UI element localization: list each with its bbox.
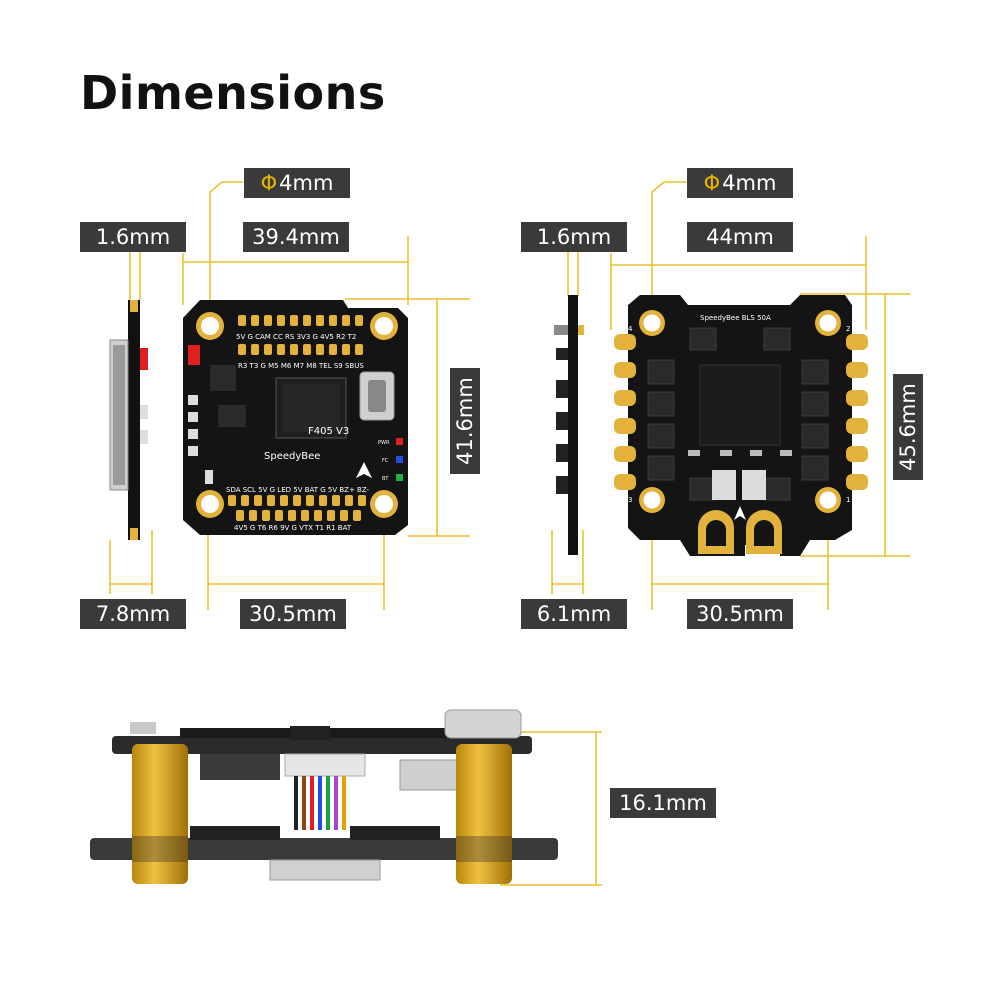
esc-corner-label-2: 2 <box>846 325 850 333</box>
esc-mount-holes <box>639 310 841 513</box>
esc-mount-label: 30.5mm <box>687 599 793 629</box>
fc-mount-holes <box>196 312 398 518</box>
fc-top-pads <box>238 315 363 355</box>
fc-led-label-pwr: PWR <box>378 440 390 446</box>
esc-mosfets <box>647 327 829 501</box>
fc-depth-label: 7.8mm <box>80 599 186 629</box>
esc-depth-label: 6.1mm <box>521 599 627 629</box>
esc-motor-pads-left <box>614 334 636 490</box>
esc-height-label: 45.6mm <box>893 374 923 480</box>
fc-mount-label: 30.5mm <box>240 599 346 629</box>
fc-board: SpeedyBee F405 V3 5V G CAM CC RS 3V3 G 4… <box>183 300 408 535</box>
esc-motor-pads-right <box>846 334 868 490</box>
esc-corner-label-3: 3 <box>628 496 632 504</box>
fc-width-label: 39.4mm <box>243 222 349 252</box>
fc-model-label: F405 V3 <box>308 426 349 437</box>
esc-width-label: 44mm <box>687 222 793 252</box>
esc-corner-label-4: 4 <box>628 325 633 333</box>
fc-pin-labels-top2: R3 T3 G M5 M6 M7 M8 TEL S9 SBUS <box>238 362 364 370</box>
fc-bottom-pads <box>228 495 366 521</box>
stack-dimension-lines <box>500 731 602 886</box>
stack-side-view <box>90 709 558 884</box>
fc-thickness-label: 1.6mm <box>80 222 186 252</box>
fc-brand-label: SpeedyBee <box>264 451 320 462</box>
esc-board: SpeedyBee BLS 50A 4 2 3 1 <box>614 295 868 556</box>
esc-hole-diameter-label: Φ4mm <box>687 168 793 198</box>
fc-led-label-bt: BT <box>382 476 389 482</box>
fc-led-label-fc: FC <box>382 458 389 464</box>
fc-dimension-lines <box>109 181 470 610</box>
stack-standoff-left <box>132 744 188 884</box>
page-title: Dimensions <box>80 66 386 120</box>
fc-pin-labels-top: 5V G CAM CC RS 3V3 G 4V5 R2 T2 <box>236 333 356 341</box>
esc-side-view <box>554 295 584 555</box>
fc-hole-diameter-label: Φ4mm <box>244 168 350 198</box>
fc-pin-labels-bottom: SDA SCL 5V G LED 5V BAT G 5V BZ+ BZ- <box>226 486 370 494</box>
fc-height-label: 41.6mm <box>450 368 480 474</box>
stack-standoff-right <box>456 744 512 884</box>
fc-pin-labels-bottom2: 4V5 G T6 R6 9V G VTX T1 R1 BAT <box>234 524 352 532</box>
esc-corner-label-1: 1 <box>846 496 850 504</box>
stack-height-label: 16.1mm <box>610 788 716 818</box>
esc-thickness-label: 1.6mm <box>521 222 627 252</box>
fc-side-view <box>109 300 148 540</box>
esc-model-label: SpeedyBee BLS 50A <box>700 314 771 322</box>
